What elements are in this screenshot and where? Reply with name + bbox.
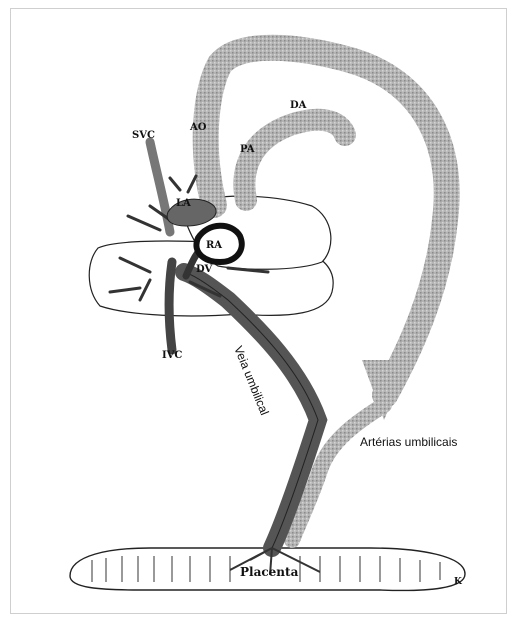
label-veia-umbilical: Veia umbilical xyxy=(231,344,271,417)
label-ao: AO xyxy=(189,122,207,133)
inferior-vena-cava xyxy=(169,262,172,350)
label-svc: SVC xyxy=(132,130,155,141)
label-ra: RA xyxy=(206,240,222,251)
label-placenta: Placenta xyxy=(240,565,299,579)
label-la: LA xyxy=(176,198,191,209)
label-dv: DV xyxy=(196,264,212,275)
label-corner-mark: K xyxy=(454,577,463,587)
label-arterias-umbilicais: Artérias umbilicais xyxy=(360,435,457,449)
pulmonary-artery xyxy=(244,120,345,200)
label-ivc: IVC xyxy=(162,350,182,361)
label-da: DA xyxy=(290,100,307,111)
label-pa: PA xyxy=(240,144,255,155)
